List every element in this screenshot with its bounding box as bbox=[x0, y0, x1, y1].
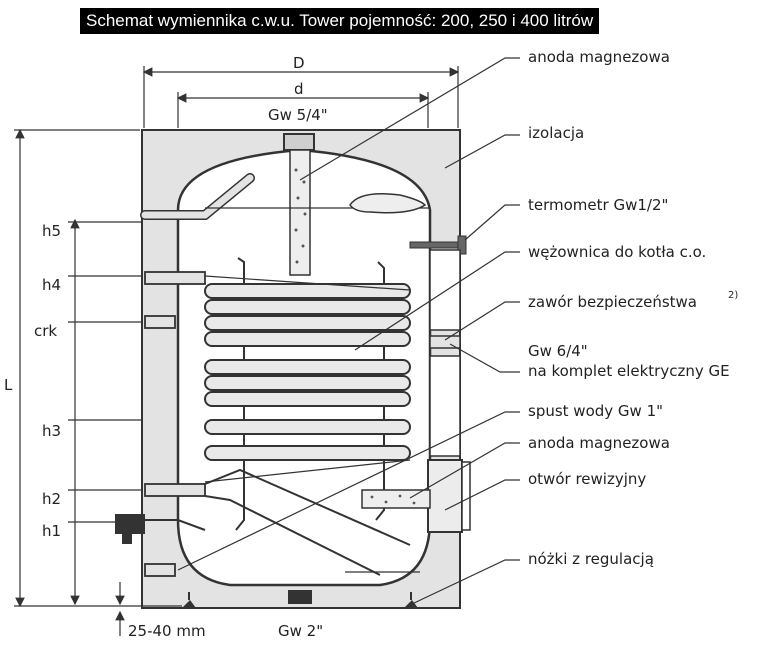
coil-inlet-h4 bbox=[144, 271, 206, 285]
height-h4: h4 bbox=[42, 276, 61, 294]
height-h5: h5 bbox=[42, 222, 61, 240]
top-anode bbox=[289, 149, 311, 276]
callout-anode-bottom: anoda magnezowa bbox=[528, 434, 670, 452]
callout-inspection: otwór rewizyjny bbox=[528, 470, 646, 488]
electric-port-panel bbox=[429, 249, 461, 331]
callout-insulation: izolacja bbox=[528, 124, 584, 142]
callout-anode-top: anoda magnezowa bbox=[528, 48, 670, 66]
anode-speckles bbox=[294, 168, 307, 264]
height-h1: h1 bbox=[42, 522, 61, 540]
callout-electric-line1: Gw 6/4" bbox=[528, 342, 588, 360]
callout-feet: nóżki z regulacją bbox=[528, 550, 654, 568]
bottom-gap-label: 25-40 mm bbox=[128, 622, 206, 640]
circulation-connection bbox=[144, 315, 176, 329]
top-connection-stub bbox=[283, 133, 315, 151]
thermometer-sleeve bbox=[349, 193, 427, 214]
dim-d-label: d bbox=[294, 80, 304, 98]
callout-coil: wężownica do kotła c.o. bbox=[528, 243, 706, 261]
heating-coil bbox=[204, 275, 411, 483]
callout-safety-valve: zawór bezpieczeństwa bbox=[528, 293, 697, 311]
cold-water-inlet-h1 bbox=[115, 514, 145, 534]
dim-L-label: L bbox=[4, 376, 13, 394]
height-crk: crk bbox=[34, 322, 57, 340]
thermometer-probe bbox=[409, 241, 461, 249]
height-h2: h2 bbox=[42, 490, 61, 508]
callout-leaders bbox=[177, 57, 520, 605]
callout-thermometer: termometr Gw1/2" bbox=[528, 196, 668, 214]
bottom-connection-label: Gw 2" bbox=[278, 622, 323, 640]
coil-outlet-h2 bbox=[144, 483, 206, 497]
top-connection-label: Gw 5/4" bbox=[268, 106, 328, 124]
callout-electric-line2: na komplet elektryczny GE bbox=[528, 362, 730, 380]
height-h3: h3 bbox=[42, 422, 61, 440]
dim-D-label: D bbox=[293, 54, 305, 72]
drain-connection bbox=[144, 563, 176, 577]
callout-safety-valve-note: 2) bbox=[728, 290, 738, 301]
height-ticks bbox=[68, 221, 142, 523]
bottom-connection bbox=[288, 590, 312, 604]
callout-drain: spust wody Gw 1" bbox=[528, 402, 663, 420]
diagram-title: Schemat wymiennika c.w.u. Tower pojemnoś… bbox=[80, 8, 600, 34]
adjustable-feet bbox=[182, 592, 418, 608]
